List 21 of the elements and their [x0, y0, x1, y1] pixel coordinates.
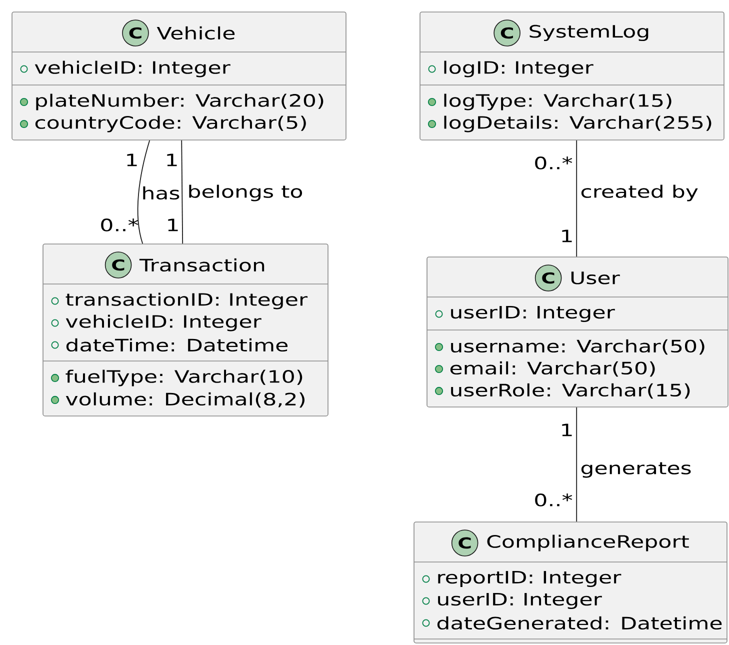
edge-label: belongs to: [186, 184, 304, 202]
class-box: C Transaction transactionID: Integer vehicleID: Integer dateTime: Datetime fuelType: Varchar(10) volume: Decimal(8,2): [42, 244, 328, 416]
association-line: [576, 406, 578, 522]
multiplicity-label: 0..*: [101, 218, 138, 232]
association-line: [181, 140, 184, 244]
multiplicity-label: 1: [562, 424, 572, 436]
class-box: C Vehicle vehicleID: Integer plateNumber: Varchar(20) countryCode: Varchar(5): [12, 12, 346, 140]
multiplicity-label: 0..*: [535, 156, 572, 170]
association-line: [137, 140, 150, 244]
edge-label: created by: [579, 184, 700, 202]
edge-label: generates: [579, 461, 693, 479]
multiplicity-label: 0..*: [535, 494, 572, 506]
multiplicity-label: 1: [562, 230, 572, 242]
class-box: C SystemLog logID: Integer logType: Varchar(15) logDetails: Varchar(255): [420, 12, 724, 140]
edge-label: has: [140, 185, 182, 201]
association-line: [576, 140, 578, 258]
multiplicity-label: 1: [127, 154, 137, 166]
class-box: C User userID: Integer username: Varchar(50) email: Varchar(50) userRole: Varchar(15): [426, 256, 728, 408]
multiplicity-label: 1: [168, 218, 178, 232]
class-box: C ComplianceReport reportID: Integer userID: Integer dateGenerated: Datetime: [414, 522, 728, 644]
multiplicity-label: 1: [167, 154, 177, 166]
